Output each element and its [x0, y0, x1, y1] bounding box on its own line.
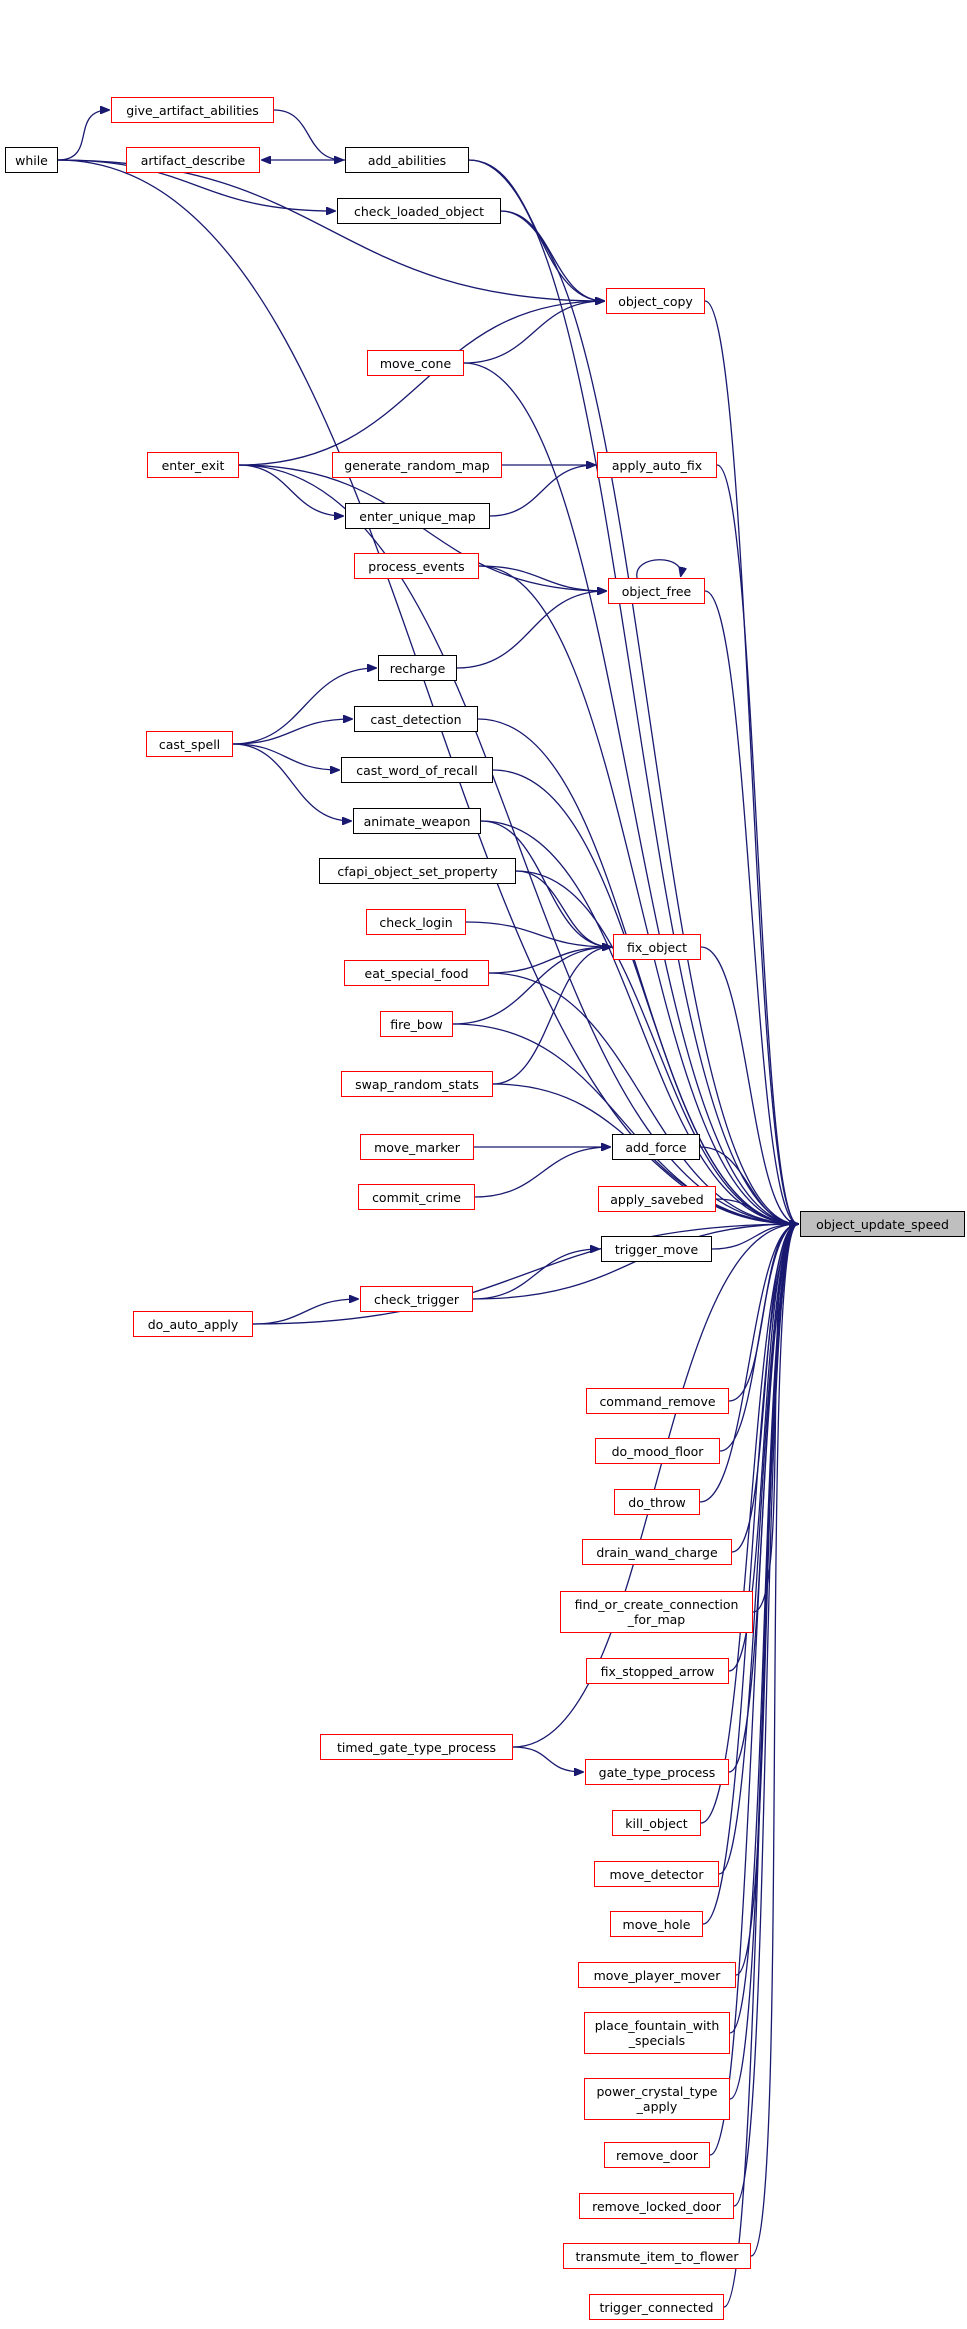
edge-kill-object-to-object-update-speed: [700, 1224, 798, 1824]
node-do-mood-floor[interactable]: do_mood_floor: [595, 1438, 720, 1464]
node-recharge[interactable]: recharge: [378, 655, 457, 681]
node-apply-auto-fix[interactable]: apply_auto_fix: [597, 452, 717, 478]
node-object-update-speed: object_update_speed: [800, 1211, 965, 1237]
edge-object-free-to-object-free: [636, 559, 681, 579]
edge-while-to-give-artifact-abilities: [57, 110, 109, 161]
node-do-throw[interactable]: do_throw: [614, 1489, 700, 1515]
edge-do-throw-to-object-update-speed: [699, 1224, 798, 1503]
edge-move-hole-to-object-update-speed: [702, 1224, 798, 1925]
edge-add-abilities-to-object-update-speed: [468, 159, 798, 1224]
node-move-cone[interactable]: move_cone: [367, 350, 464, 376]
edge-object-copy-to-object-update-speed: [704, 300, 798, 1224]
node-animate-weapon[interactable]: animate_weapon: [353, 808, 481, 834]
node-move-detector[interactable]: move_detector: [594, 1861, 719, 1887]
node-check-login[interactable]: check_login: [366, 909, 466, 935]
node-move-hole[interactable]: move_hole: [610, 1911, 703, 1937]
edge-swap-random-stats-to-fix-object: [492, 947, 611, 1085]
edge-enter-unique-map-to-apply-auto-fix: [489, 465, 595, 517]
edge-check-login-to-fix-object: [465, 921, 611, 947]
edge-do-auto-apply-to-check-trigger: [252, 1299, 358, 1325]
edge-do-auto-apply-to-object-update-speed: [252, 1224, 798, 1325]
edge-move-cone-to-object-update-speed: [463, 362, 798, 1224]
edge-cast-spell-to-recharge: [232, 668, 376, 745]
edge-fix-object-to-object-update-speed: [700, 946, 798, 1224]
edge-timed-gate-type-process-to-gate-type-process: [512, 1746, 583, 1772]
edge-eat-special-food-to-object-update-speed: [488, 972, 798, 1224]
node-artifact-describe[interactable]: artifact_describe: [126, 147, 260, 173]
node-remove-door[interactable]: remove_door: [604, 2142, 710, 2168]
node-give-artifact-abilities[interactable]: give_artifact_abilities: [111, 97, 274, 123]
edge-recharge-to-object-free: [456, 591, 606, 669]
edge-add-force-to-object-update-speed: [699, 1146, 798, 1224]
edge-trigger-connected-to-object-update-speed: [723, 1224, 798, 2308]
node-move-marker[interactable]: move_marker: [360, 1134, 474, 1160]
node-object-free[interactable]: object_free: [608, 578, 705, 604]
edge-cast-spell-to-animate-weapon: [232, 743, 351, 821]
edge-apply-auto-fix-to-object-update-speed: [716, 464, 798, 1224]
edge-process-events-to-object-update-speed: [478, 565, 798, 1224]
edge-animate-weapon-to-object-update-speed: [480, 820, 798, 1224]
edge-timed-gate-type-process-to-object-update-speed: [512, 1224, 798, 1748]
node-object-copy[interactable]: object_copy: [606, 288, 705, 314]
edge-give-artifact-abilities-to-add-abilities: [273, 109, 343, 160]
node-do-auto-apply[interactable]: do_auto_apply: [133, 1311, 253, 1337]
edge-check-trigger-to-trigger-move: [472, 1249, 599, 1300]
node-transmute-item-to-flower[interactable]: transmute_item_to_flower: [563, 2243, 751, 2269]
node-place-fountain-with-specials[interactable]: place_fountain_with _specials: [584, 2012, 730, 2054]
node-cast-detection[interactable]: cast_detection: [354, 706, 478, 732]
node-fix-object[interactable]: fix_object: [613, 934, 701, 960]
node-find-or-create-connection-for-map[interactable]: find_or_create_connection _for_map: [560, 1591, 753, 1633]
edge-check-loaded-object-to-object-update-speed: [500, 210, 798, 1224]
edge-cast-spell-to-cast-word-of-recall: [232, 743, 339, 770]
node-drain-wand-charge[interactable]: drain_wand_charge: [582, 1539, 732, 1565]
node-enter-unique-map[interactable]: enter_unique_map: [345, 503, 490, 529]
node-apply-savebed[interactable]: apply_savebed: [598, 1186, 716, 1212]
node-cast-word-of-recall[interactable]: cast_word_of_recall: [341, 757, 493, 783]
node-fire-bow[interactable]: fire_bow: [380, 1011, 453, 1037]
node-commit-crime[interactable]: commit_crime: [358, 1184, 475, 1210]
edge-fire-bow-to-fix-object: [452, 947, 611, 1025]
node-generate-random-map[interactable]: generate_random_map: [332, 452, 502, 478]
edge-while-to-object-copy: [57, 159, 604, 301]
edge-cfapi-object-set-property-to-fix-object: [515, 870, 611, 947]
node-eat-special-food[interactable]: eat_special_food: [344, 960, 489, 986]
node-kill-object[interactable]: kill_object: [612, 1810, 701, 1836]
node-check-trigger[interactable]: check_trigger: [360, 1286, 473, 1312]
edge-move-detector-to-object-update-speed: [718, 1224, 798, 1875]
node-enter-exit[interactable]: enter_exit: [147, 452, 239, 478]
edge-while-to-object-update-speed: [57, 159, 798, 1224]
node-add-force[interactable]: add_force: [612, 1134, 700, 1160]
edge-commit-crime-to-add-force: [474, 1147, 610, 1198]
edge-fire-bow-to-object-update-speed: [452, 1023, 798, 1224]
node-timed-gate-type-process[interactable]: timed_gate_type_process: [320, 1734, 513, 1760]
node-gate-type-process[interactable]: gate_type_process: [585, 1759, 729, 1785]
edge-cast-spell-to-cast-detection: [232, 719, 352, 745]
node-remove-locked-door[interactable]: remove_locked_door: [579, 2193, 734, 2219]
node-cfapi-object-set-property[interactable]: cfapi_object_set_property: [319, 858, 516, 884]
node-check-loaded-object[interactable]: check_loaded_object: [337, 198, 501, 224]
node-fix-stopped-arrow[interactable]: fix_stopped_arrow: [586, 1658, 729, 1684]
node-cast-spell[interactable]: cast_spell: [146, 731, 233, 757]
node-trigger-move[interactable]: trigger_move: [601, 1236, 712, 1262]
edge-apply-savebed-to-object-update-speed: [715, 1198, 798, 1224]
node-command-remove[interactable]: command_remove: [586, 1388, 729, 1414]
node-trigger-connected[interactable]: trigger_connected: [589, 2294, 724, 2320]
node-process-events[interactable]: process_events: [354, 553, 479, 579]
node-while[interactable]: while: [5, 147, 58, 173]
edge-object-free-to-object-update-speed: [704, 590, 798, 1224]
edge-transmute-item-to-flower-to-object-update-speed: [750, 1224, 798, 2257]
node-move-player-mover[interactable]: move_player_mover: [578, 1962, 736, 1988]
edge-move-cone-to-object-copy: [463, 301, 604, 364]
node-swap-random-stats[interactable]: swap_random_stats: [341, 1071, 493, 1097]
edge-cfapi-object-set-property-to-object-update-speed: [515, 870, 798, 1224]
edge-check-loaded-object-to-object-copy: [500, 210, 604, 301]
edge-enter-exit-to-object-copy: [238, 301, 604, 466]
node-add-abilities[interactable]: add_abilities: [345, 147, 469, 173]
node-power-crystal-type-apply[interactable]: power_crystal_type _apply: [584, 2078, 730, 2120]
edge-cast-word-of-recall-to-object-update-speed: [492, 769, 798, 1224]
edge-enter-exit-to-enter-unique-map: [238, 464, 343, 516]
